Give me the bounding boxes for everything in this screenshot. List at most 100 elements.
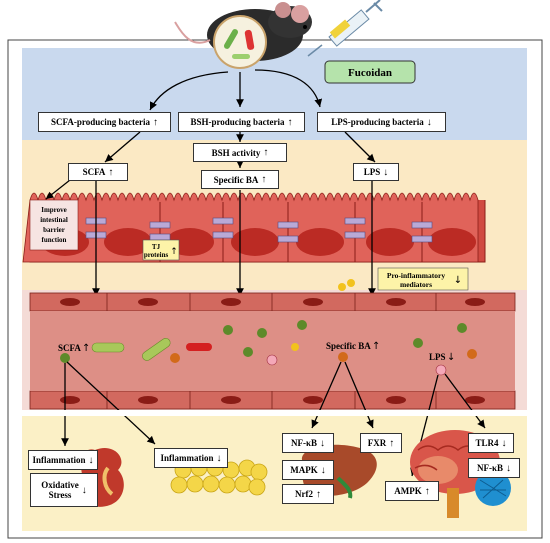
nfkb-brain-label: NF-κB — [477, 463, 503, 473]
ampk-box: AMPK↑ — [385, 481, 439, 501]
lps-arrow: ↓ — [383, 166, 389, 178]
scfa-label: SCFA — [82, 167, 106, 177]
particle — [457, 323, 467, 333]
barrier-line2: intestinal — [40, 216, 68, 224]
nrf2-box: Nrf2↑ — [282, 484, 334, 504]
specific-ba-box: Specific BA↑ — [201, 170, 279, 189]
scfa-box: SCFA↑ — [68, 163, 128, 181]
mapk-label: MAPK — [290, 465, 318, 475]
fucoidan-label: Fucoidan — [348, 67, 392, 79]
mediator-dot — [347, 279, 355, 287]
bsh-bacteria-label: BSH-producing bacteria — [190, 117, 285, 127]
fucoidan-footer-divider — [22, 410, 527, 416]
arrow-mouse-lps — [254, 69, 323, 108]
bsh-bacteria-box: BSH-producing bacteria↑ — [178, 112, 305, 132]
particle — [266, 354, 278, 366]
scfa-arrow: ↑ — [108, 166, 114, 178]
tj-arrow: ↑ — [170, 247, 178, 257]
arrow-lps-bact-lps — [344, 131, 376, 163]
nfkb-liver-label: NF-κB — [291, 438, 317, 448]
intestinal-epithelium — [22, 192, 486, 263]
tj-box — [142, 239, 180, 261]
particle — [257, 328, 267, 338]
vessel-lps-arrow: ↓ — [447, 352, 455, 363]
particle — [413, 338, 423, 348]
bacterium-green — [142, 338, 171, 361]
inflammation-kidney-label: Inflammation — [32, 455, 86, 465]
blood-vessel — [29, 292, 516, 410]
oxidative-line1: Oxidative — [41, 480, 79, 490]
barrier-line1: Improve — [41, 206, 67, 214]
lps-bacteria-label: LPS-producing bacteria — [331, 117, 424, 127]
arrow-scfa-bact-scfa — [104, 131, 141, 163]
vessel-lps-label: LPS — [429, 352, 446, 362]
vessel-scfa-label: SCFA — [58, 343, 81, 353]
barrier-line4: function — [42, 236, 67, 244]
arrow-mouse-scfa — [149, 71, 229, 111]
specific-ba-arrow: ↑ — [261, 174, 267, 185]
vessel-scfa-arrow: ↑ — [82, 343, 90, 354]
vessel-ba-label: Specific BA — [326, 341, 371, 351]
particle — [223, 325, 233, 335]
tlr4-label: TLR4 — [475, 438, 499, 448]
inflammation-kidney-box: Inflammation↓ — [28, 450, 98, 470]
arrow-ba-fxr — [344, 361, 374, 429]
lps-label: LPS — [363, 167, 381, 177]
particle — [467, 349, 477, 359]
specific-ba-label: Specific BA — [213, 174, 259, 185]
scfa-bacteria-box: SCFA-producing bacteria↑ — [38, 112, 171, 132]
fxr-box: FXR↑ — [360, 433, 402, 453]
barrier-box — [29, 199, 79, 251]
fucoidan-box — [324, 60, 416, 84]
ampk-arrow: ↑ — [424, 485, 430, 497]
syringe-illustration — [307, 0, 383, 57]
lps-bacteria-box: LPS-producing bacteria↓ — [317, 112, 446, 132]
ba-particle — [338, 352, 348, 362]
lps-particle — [435, 364, 447, 376]
scfa-bacteria-arrow: ↑ — [152, 116, 158, 128]
particle — [170, 353, 180, 363]
nfkb-brain-arrow: ↓ — [506, 462, 511, 474]
scfa-particle — [60, 353, 70, 363]
particle — [243, 347, 253, 357]
bacterium-green — [91, 342, 125, 353]
lps-box: LPS↓ — [353, 163, 399, 181]
tj-line2: proteins — [144, 251, 169, 259]
nfkb-liver-box: NF-κB↓ — [282, 433, 334, 453]
oxidative-stress-box: Oxidative Stress ↓ — [30, 473, 98, 507]
nfkb-liver-arrow: ↓ — [320, 437, 325, 449]
nrf2-label: Nrf2 — [295, 489, 313, 499]
inflammation-fat-arrow: ↓ — [216, 452, 222, 464]
bacterium-red — [186, 343, 212, 351]
particle — [291, 343, 299, 351]
fxr-arrow: ↑ — [389, 437, 395, 449]
bsh-activity-box: BSH activity↑ — [193, 143, 287, 162]
ampk-label: AMPK — [394, 486, 422, 496]
arrow-ba-nfkb — [311, 361, 342, 429]
tj-line1: TJ — [152, 243, 161, 251]
inflammation-fat-box: Inflammation↓ — [154, 448, 228, 468]
fxr-label: FXR — [367, 438, 387, 448]
oxidative-line2: Stress — [48, 490, 72, 500]
bsh-activity-arrow: ↑ — [263, 147, 269, 158]
mapk-box: MAPK↓ — [282, 460, 334, 480]
proinflammatory-box — [377, 267, 469, 291]
liver-illustration — [301, 444, 377, 499]
arrow-scfa-barrier — [45, 179, 71, 200]
proinflammatory-line2: mediators — [400, 280, 432, 289]
mediator-dot — [338, 283, 346, 291]
nfkb-brain-box: NF-κB↓ — [468, 458, 520, 478]
inflammation-fat-label: Inflammation — [160, 453, 214, 463]
bsh-activity-label: BSH activity — [211, 147, 261, 158]
arrow-scfa-fat — [66, 361, 156, 445]
oxidative-arrow: ↓ — [81, 484, 87, 496]
vessel-ba-arrow: ↑ — [372, 341, 380, 352]
scfa-bacteria-label: SCFA-producing bacteria — [51, 117, 150, 127]
tlr4-arrow: ↓ — [501, 437, 507, 449]
proinflammatory-line1: Pro-inflammatory — [387, 271, 445, 280]
inflammation-kidney-arrow: ↓ — [88, 454, 94, 466]
mouse-illustration — [174, 2, 312, 69]
bsh-bacteria-arrow: ↑ — [287, 116, 293, 128]
particle — [297, 320, 307, 330]
barrier-line3: barrier — [43, 226, 65, 234]
